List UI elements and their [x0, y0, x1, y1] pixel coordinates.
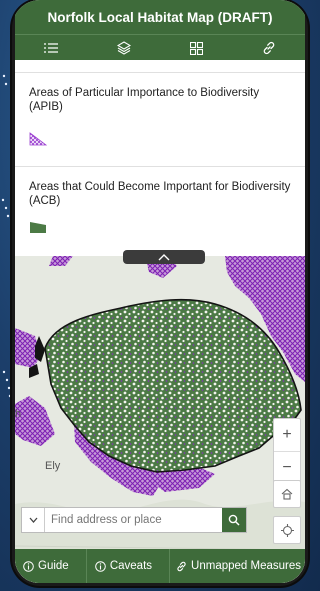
map-view[interactable]: Ely h — [15, 256, 305, 583]
share-link-button[interactable] — [239, 35, 299, 61]
info-icon — [23, 560, 34, 572]
link-icon — [177, 561, 186, 571]
layers-button[interactable] — [94, 35, 154, 61]
unmapped-measures-button[interactable]: Unmapped Measures — [170, 549, 305, 583]
layers-icon — [116, 41, 131, 55]
unmapped-measures-label: Unmapped Measures — [191, 560, 301, 572]
list-icon — [44, 43, 59, 53]
map-place-label: Ely — [45, 460, 61, 472]
locate-icon — [280, 523, 294, 537]
basemap-gallery-button[interactable] — [166, 35, 226, 61]
legend-item-apib: Areas of Particular Importance to Biodiv… — [15, 72, 305, 167]
map-place-label: h — [15, 408, 22, 420]
collapse-legend-button[interactable] — [123, 250, 205, 264]
search-source-dropdown[interactable] — [22, 508, 45, 532]
caveats-label: Caveats — [109, 560, 153, 572]
green-swatch-icon — [30, 222, 46, 233]
chevron-up-icon — [158, 253, 170, 260]
app-screen: Norfolk Local Habitat Map (DRAFT) — [15, 0, 305, 583]
grid-icon — [189, 41, 203, 55]
bottom-bar: Guide Caveats Unmapped Mea — [15, 549, 305, 583]
home-icon — [281, 488, 293, 500]
habitat-map — [15, 256, 305, 583]
legend-label-acb: Areas that Could Become Important for Bi… — [29, 181, 291, 207]
legend-label-apib: Areas of Particular Importance to Biodiv… — [29, 87, 260, 113]
info-icon — [95, 560, 106, 572]
link-icon — [263, 41, 275, 55]
app-title: Norfolk Local Habitat Map (DRAFT) — [47, 9, 273, 25]
home-button[interactable] — [273, 480, 301, 508]
zoom-controls: + − — [273, 418, 301, 485]
app-title-bar: Norfolk Local Habitat Map (DRAFT) — [15, 0, 305, 34]
phone-frame: Norfolk Local Habitat Map (DRAFT) — [12, 0, 308, 586]
search-button[interactable] — [222, 508, 246, 532]
guide-label: Guide — [38, 560, 69, 572]
search-input[interactable] — [45, 508, 222, 532]
legend-list-button[interactable] — [21, 35, 81, 61]
search-widget — [21, 507, 247, 533]
legend-panel: Areas of Particular Importance to Biodiv… — [15, 60, 305, 256]
locate-button[interactable] — [273, 516, 301, 544]
chevron-down-icon — [29, 517, 37, 523]
legend-divider — [15, 60, 305, 73]
zoom-in-button[interactable]: + — [274, 419, 300, 452]
toolbar — [15, 34, 305, 61]
search-icon — [228, 514, 240, 526]
caveats-button[interactable]: Caveats — [87, 549, 171, 583]
guide-button[interactable]: Guide — [15, 549, 87, 583]
crosshatch-swatch-icon — [29, 132, 48, 146]
zoom-out-button[interactable]: − — [282, 459, 292, 476]
legend-item-acb: Areas that Could Become Important for Bi… — [15, 166, 305, 256]
